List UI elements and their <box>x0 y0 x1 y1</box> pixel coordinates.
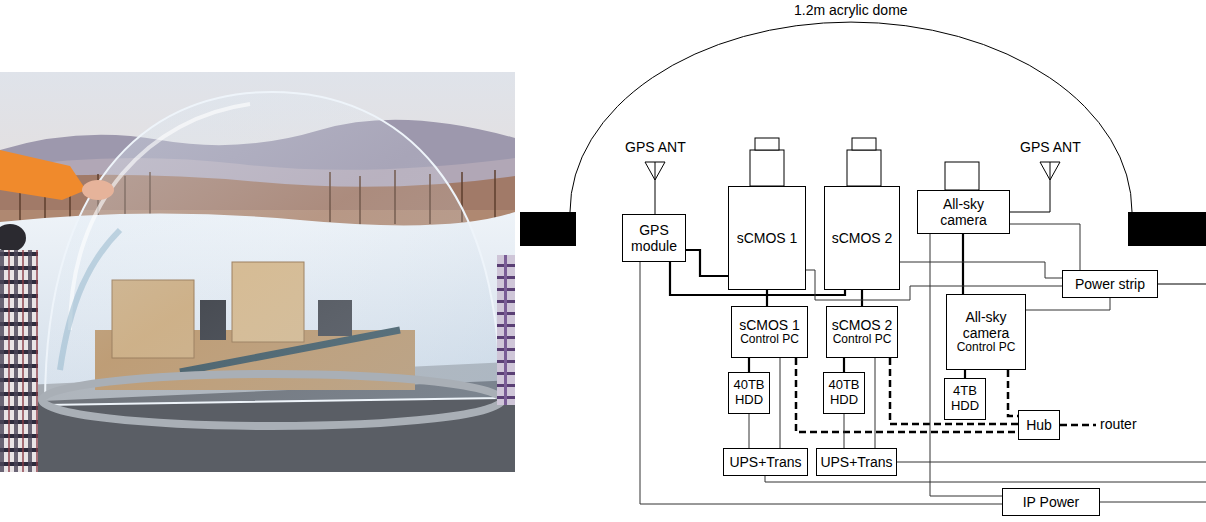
person <box>0 250 38 472</box>
network-cable <box>1060 424 1096 427</box>
sky <box>0 72 515 472</box>
data-cable <box>843 358 845 372</box>
power-cable <box>875 358 876 448</box>
power-strip: Power strip <box>1062 270 1158 298</box>
ip-power-switch: IP Power <box>1002 488 1100 516</box>
antenna-wire <box>1010 162 1050 212</box>
data-cable <box>964 370 966 378</box>
box-label: UPS+Trans <box>820 454 892 470</box>
hdd-box: 40TB HDD <box>823 372 865 414</box>
box-label: All-sky camera <box>950 309 1022 341</box>
camera-lens <box>755 138 779 150</box>
dome-reflection <box>60 230 120 370</box>
dome-mount <box>520 212 576 246</box>
dome-outline <box>570 22 1132 212</box>
camera-lens <box>852 138 876 150</box>
antenna-wire <box>655 162 656 214</box>
gps-module: GPS module <box>622 214 686 262</box>
network-cable <box>1008 370 1018 416</box>
box-label: UPS+Trans <box>729 454 801 470</box>
box-label: sCMOS 1 <box>737 230 798 246</box>
acrylic-dome <box>45 92 500 405</box>
dome-highlight <box>70 104 250 330</box>
power-cable <box>1026 298 1110 310</box>
box-label: sCMOS 2 <box>832 317 893 333</box>
ups-box: UPS+Trans <box>816 448 897 476</box>
camera-box: sCMOS 2 <box>824 186 900 290</box>
power-cable <box>749 414 750 448</box>
box-label: Power strip <box>1075 276 1145 292</box>
dome-photo <box>0 72 515 472</box>
power-cable <box>900 262 1062 278</box>
box-label: 40TB HDD <box>827 378 861 408</box>
box-label: Hub <box>1026 417 1052 433</box>
power-cable <box>780 358 781 448</box>
box-label: sCMOS 1 <box>739 317 800 333</box>
control-pc: All-sky cameraControl PC <box>946 294 1026 370</box>
router-label: router <box>1100 416 1137 432</box>
power-cable <box>844 414 845 448</box>
power-wire <box>765 476 1206 482</box>
box-label: All-sky camera <box>921 196 1006 228</box>
hdd-box: 40TB HDD <box>728 372 770 414</box>
orange-sleeve <box>0 150 86 200</box>
camera-box: sCMOS 1 <box>728 186 806 290</box>
box-label: Control PC <box>740 333 799 347</box>
network-hub: Hub <box>1018 410 1060 440</box>
data-cable <box>962 234 964 294</box>
dome-rim <box>42 374 502 426</box>
camera-box: All-sky camera <box>917 190 1010 234</box>
data-cable <box>748 358 750 372</box>
antenna-label: GPS ANT <box>625 139 686 155</box>
ups-box: UPS+Trans <box>723 448 808 476</box>
box-label: IP Power <box>1023 494 1080 510</box>
camera-head <box>847 150 881 186</box>
box-label: Control PC <box>833 333 892 347</box>
power-wire <box>1158 284 1206 285</box>
data-cable <box>766 290 768 306</box>
power-cable <box>1010 224 1080 270</box>
control-pc: sCMOS 2Control PC <box>826 306 898 358</box>
power-wire <box>1100 502 1206 503</box>
camera-head <box>750 150 784 186</box>
head <box>0 224 26 252</box>
dome-label: 1.2m acrylic dome <box>794 2 908 18</box>
control-pc: sCMOS 1Control PC <box>731 306 808 358</box>
power-wire <box>897 462 1206 463</box>
dome-mount <box>1128 212 1206 246</box>
camera-head <box>945 162 979 190</box>
box-label: 40TB HDD <box>732 378 766 408</box>
person <box>497 255 515 405</box>
box-label: GPS module <box>626 222 682 254</box>
hdd-box: 4TB HDD <box>944 378 986 420</box>
antenna-label: GPS ANT <box>1020 139 1081 155</box>
data-cable <box>686 250 728 276</box>
box-label: Control PC <box>957 341 1016 355</box>
box-label: sCMOS 2 <box>832 230 893 246</box>
box-label: 4TB HDD <box>948 384 982 414</box>
data-cable <box>861 290 863 306</box>
hand <box>82 180 114 200</box>
